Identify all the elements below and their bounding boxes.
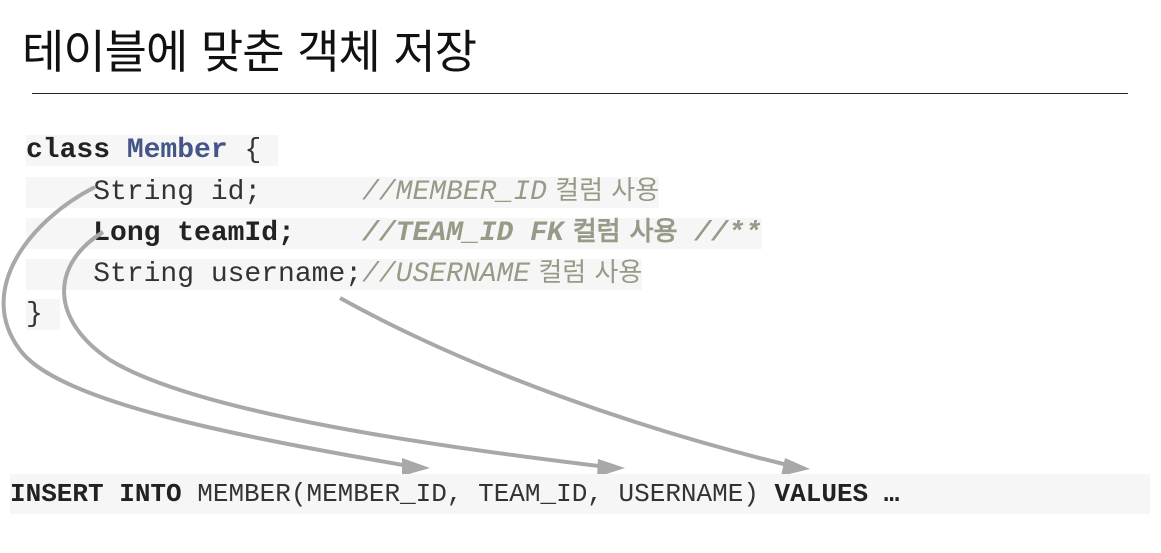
code-line-username: String username;//USERNAME 컬럼 사용 [26, 253, 762, 294]
arrow-id-to-member-id [1, 185, 422, 472]
sql-columns: MEMBER(MEMBER_ID, TEAM_ID, USERNAME) [181, 479, 775, 509]
code-line-class-decl: class Member { [26, 130, 762, 171]
comment-text-ko: 컬럼 사용 [546, 176, 660, 206]
code-line-close: } [26, 294, 762, 335]
field-team-id: Long teamId; [26, 218, 363, 249]
sql-insert-keyword: INSERT INTO [10, 479, 182, 509]
sql-values-keyword: VALUES … [774, 479, 900, 509]
close-brace: } [26, 299, 43, 330]
code-line-team-id: Long teamId; //TEAM_ID FK 컬럼 사용 //** [26, 212, 762, 253]
comment-text: //USERNAME [362, 259, 531, 290]
title-divider [32, 93, 1128, 94]
arrow-teamid-to-team-id [62, 230, 617, 473]
comment-text: //MEMBER_ID [362, 177, 547, 208]
open-brace: { [227, 135, 262, 166]
arrow-username-to-username [339, 296, 802, 472]
code-line-id: String id; //MEMBER_ID 컬럼 사용 [26, 171, 762, 212]
field-id: String id; [26, 177, 363, 208]
comment-text-ko: 컬럼 사용 [530, 258, 643, 288]
java-code-block: class Member { String id; //MEMBER_ID 컬럼… [26, 130, 762, 335]
arrowhead-username [781, 458, 810, 476]
class-keyword: class [26, 135, 111, 166]
comment-tail: //** [677, 218, 762, 249]
sql-insert-statement: INSERT INTO MEMBER(MEMBER_ID, TEAM_ID, U… [10, 474, 1150, 514]
class-name: Member [126, 135, 228, 166]
arrowhead-team-id [597, 459, 625, 477]
arrowhead-member-id [402, 458, 430, 476]
field-username: String username; [26, 259, 363, 290]
comment-username: //USERNAME 컬럼 사용 [362, 258, 643, 290]
comment-text: //TEAM_ID FK [362, 218, 564, 249]
comment-team-id: //TEAM_ID FK 컬럼 사용 //** [362, 217, 762, 249]
comment-member-id: //MEMBER_ID 컬럼 사용 [362, 176, 660, 208]
slide-title: 테이블에 맞춘 객체 저장 [22, 25, 477, 79]
comment-text-ko: 컬럼 사용 [563, 217, 678, 247]
